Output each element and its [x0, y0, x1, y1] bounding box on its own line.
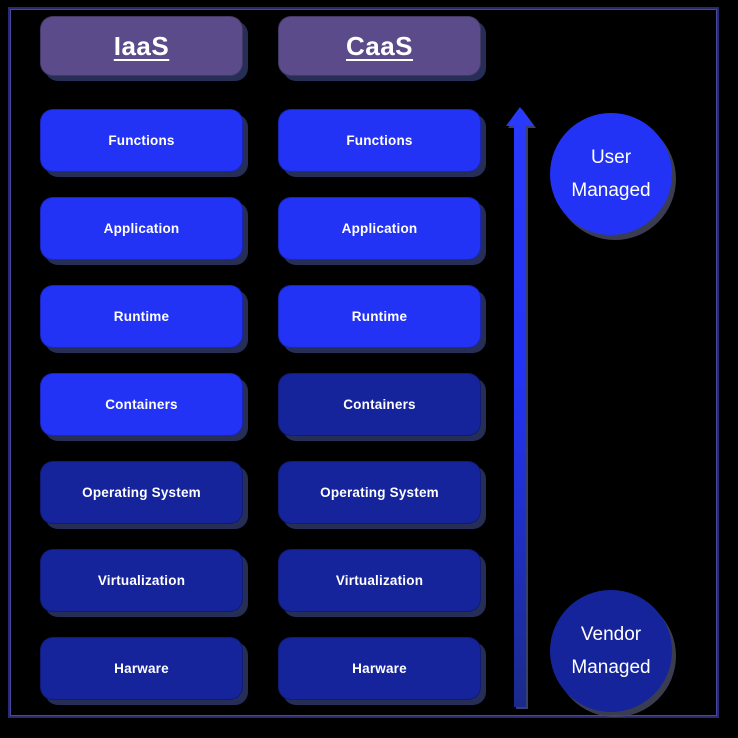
- diagram-frame-outer: [8, 7, 719, 718]
- column-header-caas[interactable]: CaaS: [278, 16, 481, 76]
- legend-user-line1: User: [590, 146, 632, 168]
- layer-box-iaas-application[interactable]: Application: [40, 197, 243, 260]
- legend-user-line2: Managed: [571, 180, 651, 201]
- layer-box-iaas-functions[interactable]: Functions: [40, 109, 243, 172]
- layer-box-caas-functions[interactable]: Functions: [278, 109, 481, 172]
- legend-vendor-line2: Managed: [571, 657, 651, 678]
- layer-box-caas-harware[interactable]: Harware: [278, 637, 481, 700]
- layer-box-iaas-containers[interactable]: Containers: [40, 373, 243, 436]
- legend-circle-user-managed: User Managed: [550, 113, 672, 235]
- layer-box-iaas-virtualization[interactable]: Virtualization: [40, 549, 243, 612]
- upward-responsibility-arrow: [503, 104, 537, 710]
- layer-box-iaas-runtime[interactable]: Runtime: [40, 285, 243, 348]
- layer-box-caas-virtualization[interactable]: Virtualization: [278, 549, 481, 612]
- legend-circle-vendor-managed: Vendor Managed: [550, 590, 672, 712]
- layer-box-caas-runtime[interactable]: Runtime: [278, 285, 481, 348]
- layer-box-caas-containers[interactable]: Containers: [278, 373, 481, 436]
- layer-box-caas-operating-system[interactable]: Operating System: [278, 461, 481, 524]
- layer-box-iaas-harware[interactable]: Harware: [40, 637, 243, 700]
- diagram-frame-inner: [10, 9, 717, 716]
- column-header-iaas[interactable]: IaaS: [40, 16, 243, 76]
- layer-box-iaas-operating-system[interactable]: Operating System: [40, 461, 243, 524]
- legend-vendor-line1: Vendor: [580, 623, 642, 645]
- layer-box-caas-application[interactable]: Application: [278, 197, 481, 260]
